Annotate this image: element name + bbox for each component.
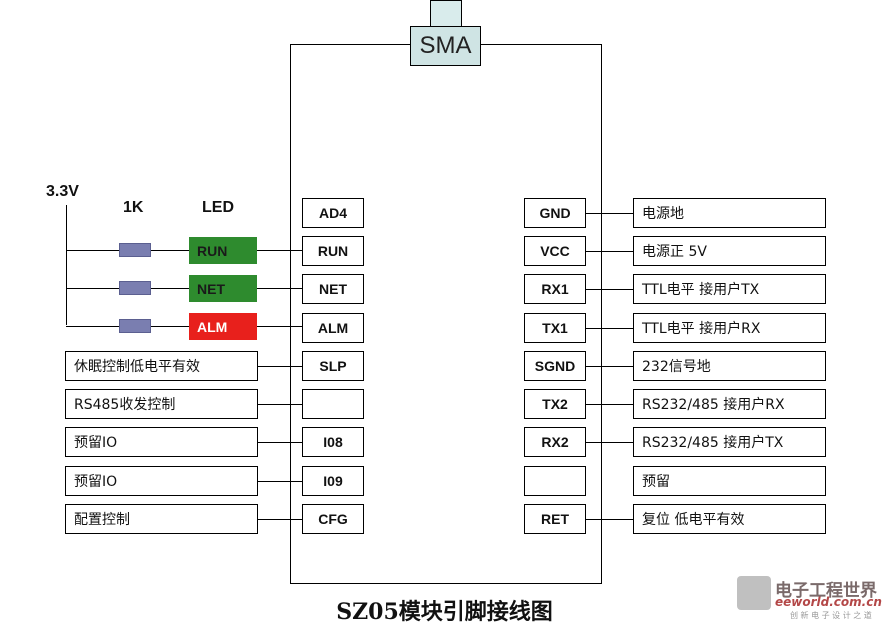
pin-ret: RET bbox=[524, 504, 586, 534]
led-net: NET bbox=[189, 275, 257, 302]
net-wire bbox=[66, 288, 302, 289]
antenna-connector bbox=[430, 0, 462, 26]
resistor-run bbox=[119, 243, 151, 257]
pin-sgnd: SGND bbox=[524, 351, 586, 381]
wire-rx1 bbox=[586, 289, 633, 290]
resistor-label: 1K bbox=[123, 199, 144, 216]
wire-tx1 bbox=[586, 328, 633, 329]
pin-slp: SLP bbox=[302, 351, 364, 381]
pin-ad4: AD4 bbox=[302, 198, 364, 228]
desc-slp: 休眠控制低电平有效 bbox=[65, 351, 258, 381]
pin-tx2: TX2 bbox=[524, 389, 586, 419]
desc-rx2: RS232/485 接用户TX bbox=[633, 427, 826, 457]
pin-vcc: VCC bbox=[524, 236, 586, 266]
desc-i08: 预留IO bbox=[65, 427, 258, 457]
wire-vcc bbox=[586, 251, 633, 252]
wire-i08 bbox=[258, 442, 302, 443]
led-alm: ALM bbox=[189, 313, 257, 340]
wire-rx2 bbox=[586, 442, 633, 443]
alm-wire bbox=[66, 326, 302, 327]
wire-slp bbox=[258, 366, 302, 367]
desc-rs485: RS485收发控制 bbox=[65, 389, 258, 419]
logo-url: eeworld.com.cn bbox=[775, 595, 882, 609]
pin-cfg: CFG bbox=[302, 504, 364, 534]
resistor-net bbox=[119, 281, 151, 295]
desc-gnd: 电源地 bbox=[633, 198, 826, 228]
wire-gnd bbox=[586, 213, 633, 214]
logo-tagline: 创 新 电 子 设 计 之 道 bbox=[790, 611, 872, 620]
desc-sgnd: 232信号地 bbox=[633, 351, 826, 381]
pin-rx1: RX1 bbox=[524, 274, 586, 304]
wire-ret bbox=[586, 519, 633, 520]
resistor-alm bbox=[119, 319, 151, 333]
power-rail bbox=[66, 205, 67, 325]
led-label: LED bbox=[202, 199, 234, 216]
desc-tx2: RS232/485 接用户RX bbox=[633, 389, 826, 419]
run-wire bbox=[66, 250, 302, 251]
pin-i09: I09 bbox=[302, 466, 364, 496]
led-run: RUN bbox=[189, 237, 257, 264]
pin-tx1: TX1 bbox=[524, 313, 586, 343]
pin-i08: I08 bbox=[302, 427, 364, 457]
wire-sgnd bbox=[586, 366, 633, 367]
pin-blank-left bbox=[302, 389, 364, 419]
pin-alm: ALM bbox=[302, 313, 364, 343]
desc-i09: 预留IO bbox=[65, 466, 258, 496]
desc-cfg: 配置控制 bbox=[65, 504, 258, 534]
wire-i09 bbox=[258, 481, 302, 482]
pin-run: RUN bbox=[302, 236, 364, 266]
logo-name: 电子工程世界 bbox=[775, 581, 877, 601]
wire-rs485 bbox=[258, 404, 302, 405]
desc-rx1: TTL电平 接用户TX bbox=[633, 274, 826, 304]
sma-connector: SMA bbox=[410, 26, 481, 66]
eeworld-logo-icon bbox=[737, 576, 771, 610]
pin-blank-right bbox=[524, 466, 586, 496]
desc-vcc: 电源正 5V bbox=[633, 236, 826, 266]
pin-net: NET bbox=[302, 274, 364, 304]
pin-rx2: RX2 bbox=[524, 427, 586, 457]
wire-cfg bbox=[258, 519, 302, 520]
wire-tx2 bbox=[586, 404, 633, 405]
desc-tx1: TTL电平 接用户RX bbox=[633, 313, 826, 343]
desc-reserved: 预留 bbox=[633, 466, 826, 496]
diagram-caption: SZ05模块引脚接线图 bbox=[336, 599, 553, 625]
pin-gnd: GND bbox=[524, 198, 586, 228]
voltage-label: 3.3V bbox=[46, 183, 79, 200]
desc-ret: 复位 低电平有效 bbox=[633, 504, 826, 534]
